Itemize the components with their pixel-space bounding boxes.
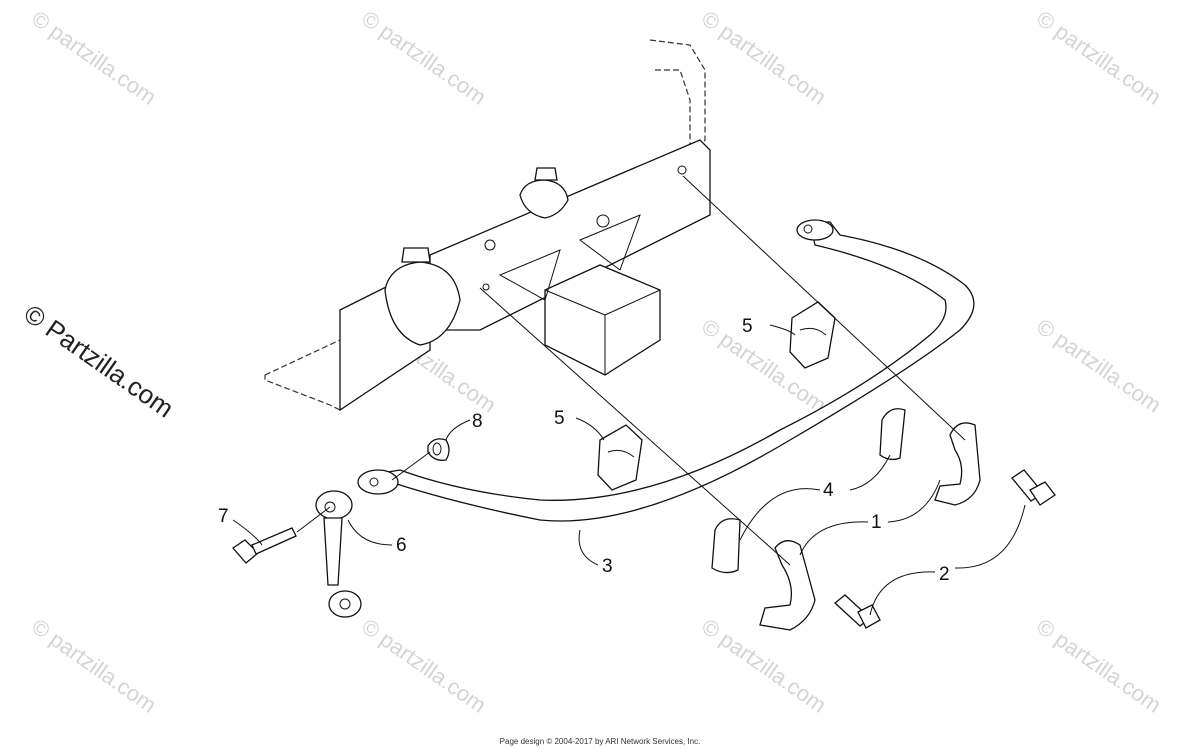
stabilizer-link <box>315 490 362 618</box>
watermark: © partzilla.com <box>27 614 161 718</box>
bushing-lower <box>597 424 643 491</box>
watermark: © partzilla.com <box>1032 6 1166 110</box>
stabilizer-bar <box>357 219 975 522</box>
bolt-upper <box>1011 469 1056 506</box>
frame-assembly <box>264 39 711 412</box>
bolt-lower <box>834 594 881 629</box>
callout-5-upper: 5 <box>742 316 753 337</box>
footer-credit: Page design © 2004-2017 by ARI Network S… <box>499 737 701 746</box>
clamp-insert-lower <box>711 518 741 574</box>
side-copyright: © Partzilla.com <box>19 298 180 423</box>
watermark: © partzilla.com <box>697 6 831 110</box>
clamp-insert-upper <box>879 408 906 461</box>
watermark: © partzilla.com <box>1032 614 1166 718</box>
clamp-lower <box>759 540 816 631</box>
assembly-lines <box>296 175 966 566</box>
callout-2: 2 <box>939 564 950 585</box>
callouts: 1 2 3 4 5 5 6 7 8 <box>218 316 950 585</box>
watermark: © partzilla.com <box>357 6 491 110</box>
bushing-8 <box>427 438 450 461</box>
callout-5-lower: 5 <box>554 408 565 429</box>
clamp-upper <box>934 422 981 506</box>
watermark: © partzilla.com <box>27 6 161 110</box>
bolt-7 <box>232 527 297 564</box>
callout-3: 3 <box>602 556 613 577</box>
watermark: © partzilla.com <box>697 614 831 718</box>
callout-1: 1 <box>871 512 882 533</box>
callout-6: 6 <box>396 535 407 556</box>
callout-8: 8 <box>472 411 483 432</box>
leader-lines <box>232 324 1026 616</box>
callout-4: 4 <box>823 480 834 501</box>
callout-7: 7 <box>218 506 229 527</box>
watermark: © partzilla.com <box>357 614 491 718</box>
watermark: © partzilla.com <box>1032 314 1166 418</box>
